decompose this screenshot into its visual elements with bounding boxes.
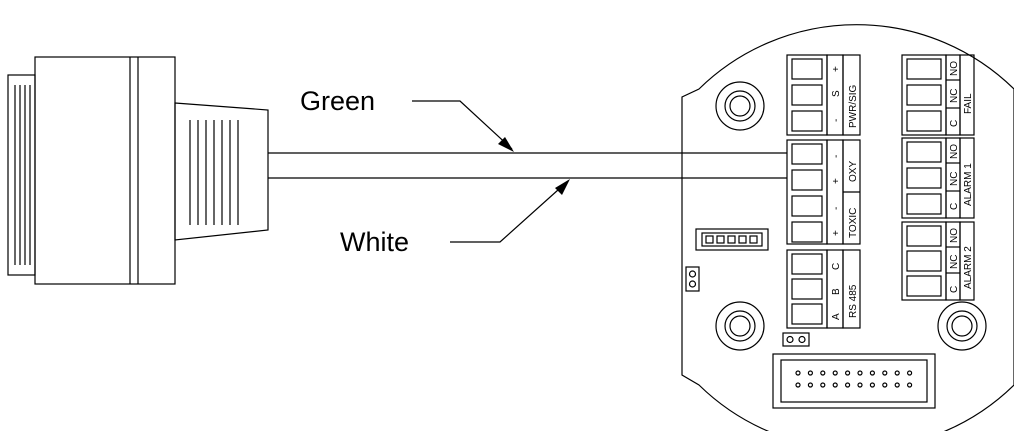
alarm2-label: ALARM 2 [963,246,974,289]
alarm2-terminal-block: C NC NO ALARM 2 [901,221,975,301]
header-pin-hole [795,370,801,376]
pwr-sig-terminal-block: - S + PWR/SIG [786,54,861,136]
header-pin-hole [869,370,876,376]
white-callout-label: White [340,227,409,257]
header-pin-hole [807,370,814,376]
header-pin-hole [906,370,913,376]
connector-grip-lines [14,85,239,265]
fail-terminal-block: C NC NO FAIL [901,54,975,136]
mounting-screw-top [715,81,765,131]
green-callout-label: Green [300,86,375,116]
alarm2-pin-nc: NC [949,255,960,269]
rs485-pin-c: C [831,263,842,270]
green-arrowhead [498,137,514,152]
oxy-pin-pos: + [831,178,842,184]
mounting-screw-bottom-right [937,301,987,351]
header-pin-hole [820,382,826,388]
header-pin-hole [807,382,814,388]
pwr-sig-pin-neg: - [831,119,842,122]
fail-label: FAIL [963,93,974,114]
header-pin-hole [882,382,888,388]
alarm2-pin-no: NO [949,228,960,243]
white-leader-line [450,180,569,243]
header-pin-hole [832,370,838,376]
five-pin-connector [695,228,769,251]
header-pin-hole [844,382,851,388]
white-arrowhead [555,179,570,195]
jumper-horizontal [782,332,810,347]
alarm1-terminal-block: C NC NO ALARM 1 [901,137,975,219]
jumper-vertical [685,266,700,292]
pwr-sig-pin-s: S [831,90,842,97]
header-pin-hole [857,382,863,388]
pwr-sig-pin-pos: + [831,66,842,72]
header-pin-hole [820,370,826,376]
oxy-pin-neg: - [831,155,842,158]
header-pin-hole [857,370,863,376]
toxic-oxy-terminal-block: - + - + OXY TOXIC [786,139,861,245]
rs485-terminal-block: A B C RS 485 [786,249,861,329]
toxic-pin-neg: - [831,207,842,210]
toxic-pin-pos: + [831,230,842,236]
header-pin-hole [882,370,888,376]
header-pin-hole [906,382,913,388]
rs485-pin-b: B [831,288,842,295]
header-pin-hole [832,382,838,388]
alarm1-pin-no: NO [949,144,960,159]
alarm2-pin-c: C [949,286,960,293]
fail-pin-c: C [949,120,960,127]
header-pin-hole [844,370,851,376]
oxy-label: OXY [848,161,859,182]
header-pin-hole [795,382,801,388]
toxic-label: TOXIC [848,208,859,238]
header-pin-hole [869,382,876,388]
sensor-connector [7,56,269,285]
circuit-board: - S + PWR/SIG - + - + OXY TOXIC [681,24,1014,431]
twenty-pin-header [772,353,936,409]
pwr-sig-label: PWR/SIG [848,84,859,128]
alarm1-pin-c: C [949,203,960,210]
alarm1-pin-nc: NC [949,172,960,186]
fail-pin-nc: NC [949,89,960,103]
fail-pin-no: NO [949,61,960,76]
rs485-pin-a: A [831,313,842,320]
header-pin-hole [894,370,900,376]
rs485-label: RS 485 [848,284,859,318]
green-leader-line [412,100,513,150]
mounting-screw-bottom-left [715,301,765,351]
header-pin-hole [894,382,900,388]
alarm1-label: ALARM 1 [963,163,974,206]
